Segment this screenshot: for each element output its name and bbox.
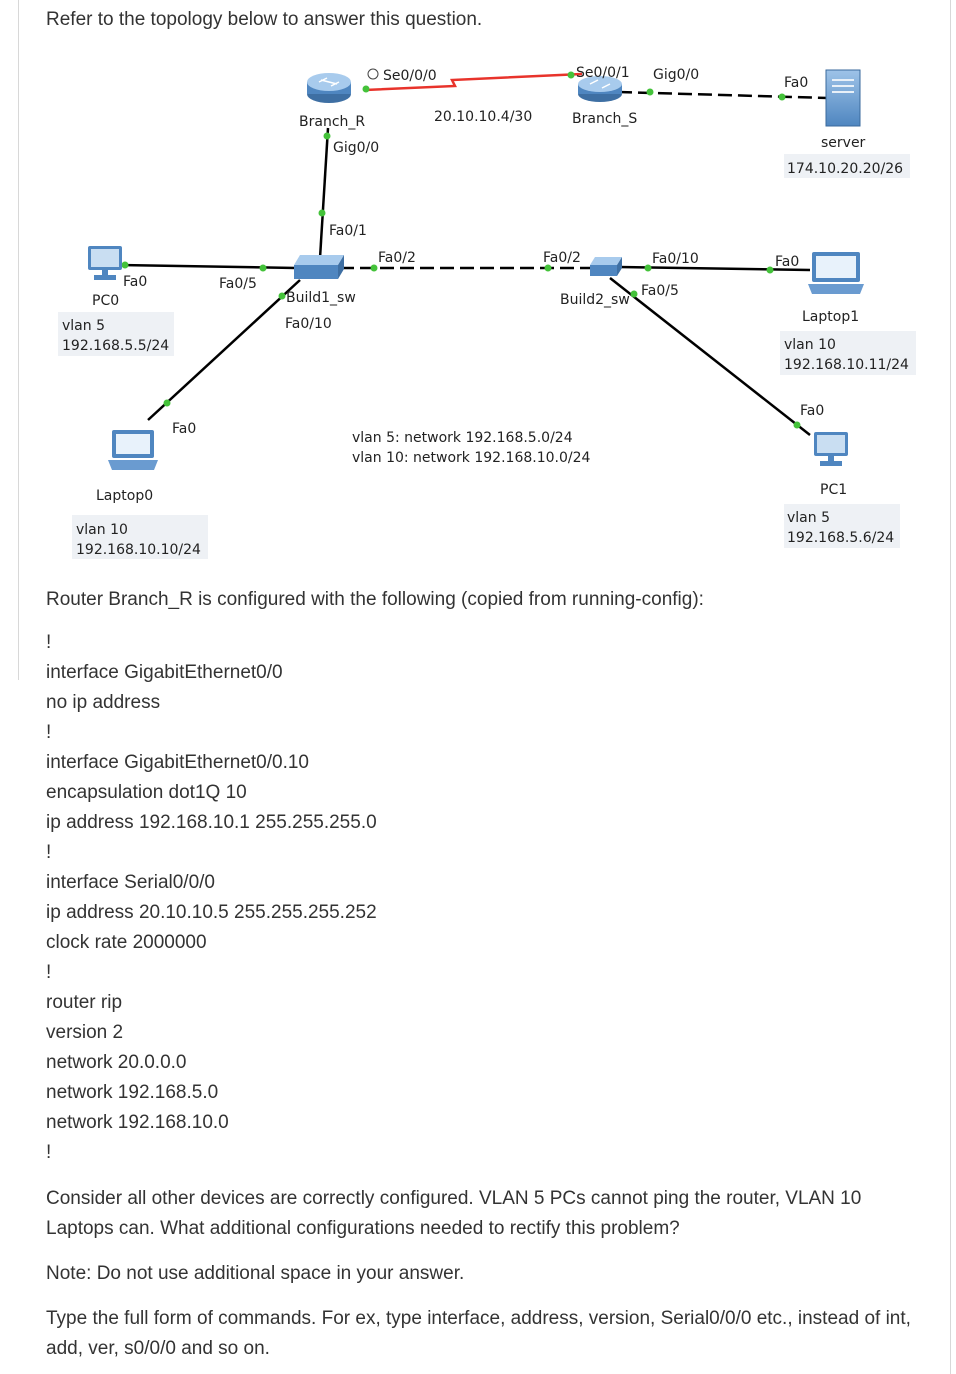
config-line: ! [46, 842, 52, 863]
config-line: interface GigabitEthernet0/0 [46, 662, 283, 683]
laptop0-link [147, 279, 301, 421]
port-label-b2-fa02: Fa0/2 [543, 250, 581, 266]
config-line: interface GigabitEthernet0/0.10 [46, 752, 310, 773]
port-label-s-gig00: Gig0/0 [653, 67, 699, 83]
port-label-pc1-fa0: Fa0 [800, 403, 824, 419]
config-intro: Router Branch_R is configured with the f… [46, 589, 704, 610]
config-line: ip address 192.168.10.1 255.255.255.0 [46, 812, 377, 833]
port-label-b2-fa05: Fa0/5 [641, 283, 679, 299]
laptop1-ip-label: 192.168.10.11/24 [784, 357, 909, 373]
pc1-link [609, 277, 811, 436]
link-lights [121, 71, 801, 429]
port-label-laptop1-fa0: Fa0 [775, 254, 799, 270]
config-line: network 20.0.0.0 [46, 1052, 187, 1073]
config-line: no ip address [46, 692, 161, 713]
port-label-b1-fa010: Fa0/10 [285, 316, 332, 332]
pc0-vlan-label: vlan 5 [62, 318, 105, 334]
serial-network-label: 20.10.10.4/30 [434, 109, 532, 125]
config-line: ! [46, 962, 52, 983]
port-label-server-fa0: Fa0 [784, 75, 808, 91]
device-label-laptop0: Laptop0 [96, 488, 153, 504]
port-label-laptop0-fa0: Fa0 [172, 421, 196, 437]
port-label-se001: Se0/0/1 [576, 65, 630, 81]
port-label-b1-fa01: Fa0/1 [329, 223, 367, 239]
device-label-pc0: PC0 [92, 293, 119, 309]
laptop0-icon [108, 430, 158, 470]
config-line: ip address 20.10.10.5 255.255.255.252 [46, 902, 377, 923]
laptop1-icon [808, 252, 864, 294]
port-label-r-gig00: Gig0/0 [333, 140, 379, 156]
server-ip-label: 174.10.20.20/26 [787, 161, 903, 177]
switch-icon [590, 257, 622, 276]
pc1-vlan-label: vlan 5 [787, 510, 830, 526]
port-label-se000: Se0/0/0 [383, 68, 437, 84]
port-label-pc0-fa0: Fa0 [123, 274, 147, 290]
config-line: ! [46, 722, 52, 743]
vlan-note-2: vlan 10: network 192.168.10.0/24 [352, 450, 591, 466]
pc0-link [117, 263, 297, 270]
port-label-b1-fa05: Fa0/5 [219, 276, 257, 292]
server-icon [825, 69, 861, 127]
config-line: network 192.168.5.0 [46, 1082, 219, 1103]
device-label-build1: Build1_sw [286, 290, 356, 306]
port-label-b2-fa010: Fa0/10 [652, 251, 699, 267]
config-line: router rip [46, 992, 123, 1013]
port-label-b1-fa02: Fa0/2 [378, 250, 416, 266]
pc1-ip-label: 192.168.5.6/24 [787, 530, 894, 546]
device-label-build2: Build2_sw [560, 292, 630, 308]
branch-s-server-link [617, 90, 829, 100]
device-label-branch-r: Branch_R [299, 114, 365, 130]
config-line: encapsulation dot1Q 10 [46, 782, 247, 803]
device-label-laptop1: Laptop1 [802, 309, 859, 325]
note-text: Note: Do not use additional space in you… [46, 1263, 465, 1284]
router-icon [578, 76, 622, 102]
device-label-pc1: PC1 [820, 482, 847, 498]
config-line: ! [46, 1142, 52, 1163]
frame-border-right [950, 0, 951, 1374]
device-label-branch-s: Branch_S [572, 111, 637, 127]
router-switch-link [318, 127, 330, 259]
device-label-server: server [821, 135, 866, 151]
cables [117, 72, 829, 436]
intro-text: Refer to the topology below to answer th… [46, 9, 483, 30]
config-line: network 192.168.10.0 [46, 1112, 229, 1133]
config-line: version 2 [46, 1022, 124, 1043]
laptop0-ip-label: 192.168.10.10/24 [76, 542, 201, 558]
config-line: clock rate 2000000 [46, 932, 207, 953]
router-icon [307, 73, 351, 103]
laptop0-vlan-label: vlan 10 [76, 522, 128, 538]
pc0-icon [88, 246, 122, 280]
pc0-ip-label: 192.168.5.5/24 [62, 338, 169, 354]
pc1-icon [814, 432, 848, 466]
instruction-text: Type the full form of commands. For ex, … [46, 1308, 911, 1359]
serial-link [364, 72, 583, 92]
laptop1-vlan-label: vlan 10 [784, 337, 836, 353]
config-line: ! [46, 632, 52, 653]
switch-icon [294, 255, 344, 279]
config-line: interface Serial0/0/0 [46, 872, 215, 893]
topology-diagram: Se0/0/0 Se0/0/1 Gig0/0 Fa0 Branch_R 20.1… [58, 65, 916, 559]
vlan-note-1: vlan 5: network 192.168.5.0/24 [352, 430, 573, 446]
frame-border-left [18, 0, 19, 680]
question-text: Consider all other devices are correctly… [46, 1188, 862, 1239]
